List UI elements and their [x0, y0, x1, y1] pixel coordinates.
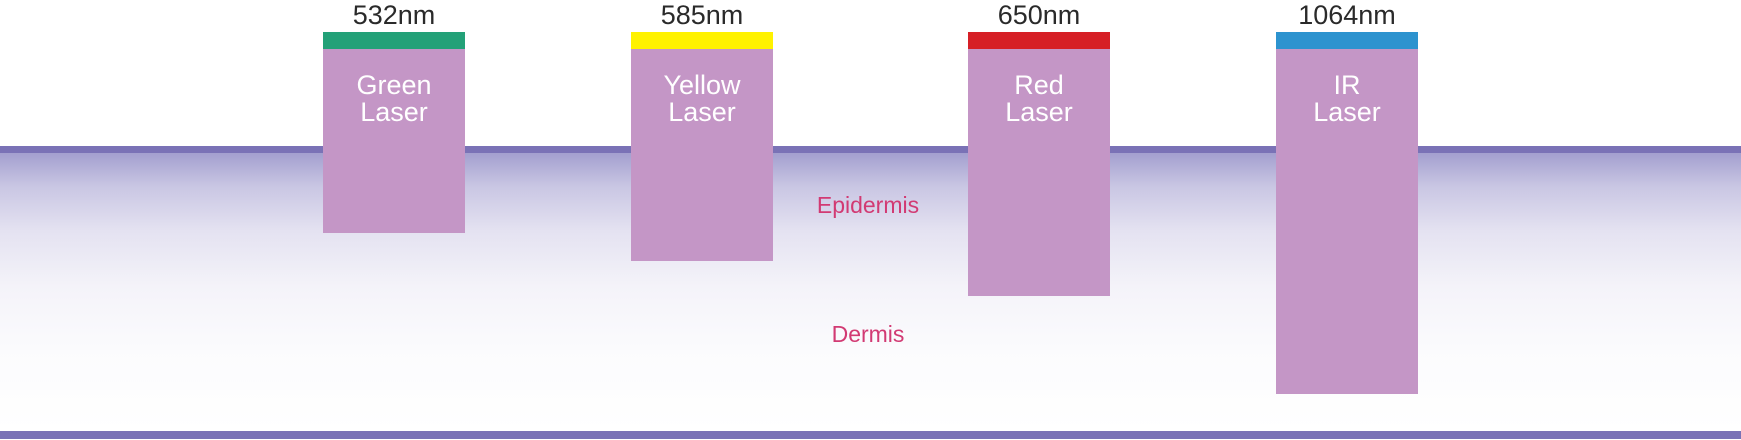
laser-name-line2: Laser	[360, 97, 428, 127]
laser-color-cap	[323, 32, 465, 49]
laser-beam	[968, 49, 1110, 296]
laser-name-line2: Laser	[1005, 97, 1073, 127]
laser-color-cap	[631, 32, 773, 49]
laser-beam	[323, 49, 465, 233]
laser-color-cap	[968, 32, 1110, 49]
laser-name-line2: Laser	[1313, 97, 1381, 127]
skin-bottom-line	[0, 431, 1741, 439]
laser-name: Yellow Laser	[631, 72, 773, 126]
laser-name: Green Laser	[323, 72, 465, 126]
dermis-label: Dermis	[831, 321, 905, 347]
laser-name: IR Laser	[1276, 72, 1418, 126]
laser-wavelength-label: 532nm	[352, 0, 436, 30]
skin-layer-background	[0, 153, 1741, 431]
laser-name-line1: Red	[1014, 70, 1064, 100]
laser-name-line2: Laser	[668, 97, 736, 127]
laser-wavelength-label: 585nm	[660, 0, 744, 30]
laser-wavelength-label: 1064nm	[1298, 0, 1396, 30]
laser-name-line1: Yellow	[663, 70, 741, 100]
laser-beam	[1276, 49, 1418, 394]
epidermis-label: Epidermis	[816, 192, 920, 218]
laser-beam	[631, 49, 773, 261]
laser-name-line1: IR	[1333, 70, 1361, 100]
laser-name: Red Laser	[968, 72, 1110, 126]
skin-surface-line	[0, 146, 1741, 153]
laser-color-cap	[1276, 32, 1418, 49]
laser-wavelength-label: 650nm	[997, 0, 1081, 30]
laser-name-line1: Green	[356, 70, 432, 100]
